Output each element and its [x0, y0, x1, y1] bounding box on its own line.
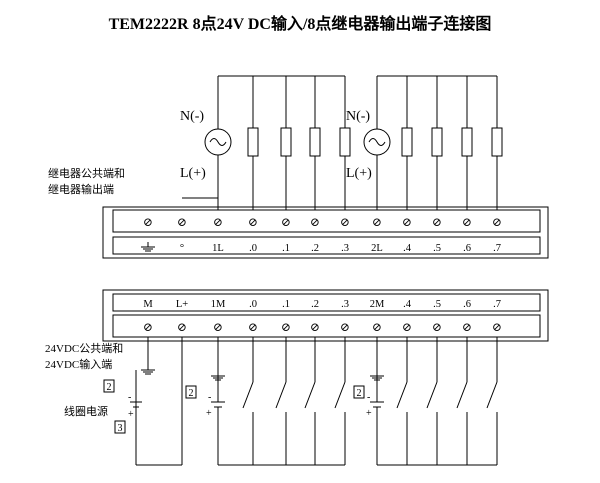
input-terminal-label: .2	[311, 299, 319, 310]
input-terminal-screw[interactable]: ⊘	[372, 320, 382, 334]
output-terminal-label: .2	[311, 243, 319, 254]
input-terminal-screw[interactable]: ⊘	[432, 320, 442, 334]
switch-icon	[486, 381, 498, 409]
input-terminal-label: M	[143, 299, 153, 310]
ref-number-box	[114, 420, 126, 434]
ref-number-box	[185, 385, 197, 399]
load-resistor-icon	[247, 127, 259, 157]
output-terminal-screw[interactable]: ⊘	[177, 215, 187, 229]
output-label-row	[112, 236, 541, 255]
input-label-row	[112, 293, 541, 312]
input-terminal-screw[interactable]: ⊘	[402, 320, 412, 334]
input-terminal-label: L+	[176, 299, 188, 310]
output-terminal-label: .0	[249, 243, 257, 254]
output-terminal-screw[interactable]: ⊘	[281, 215, 291, 229]
relay-common-note: 继电器公共端和	[48, 167, 125, 180]
output-terminal-screw[interactable]: ⊘	[310, 215, 320, 229]
output-terminal-screw[interactable]: ⊘	[213, 215, 223, 229]
polarity-minus: -	[128, 392, 131, 403]
polarity-minus: -	[208, 392, 211, 403]
input-terminal-screw[interactable]: ⊘	[248, 320, 258, 334]
ref-number: 3	[118, 423, 123, 434]
load-resistor-icon	[431, 127, 443, 157]
load-resistor-icon	[309, 127, 321, 157]
output-terminal-label: .6	[463, 243, 471, 254]
ref-number: 2	[357, 388, 362, 399]
input-terminal-strip	[102, 289, 549, 342]
load-resistor-icon	[280, 127, 292, 157]
input-terminal-screw[interactable]: ⊘	[213, 320, 223, 334]
output-terminal-screw[interactable]: ⊘	[492, 215, 502, 229]
coil-supply-label: 线圈电源	[64, 404, 108, 418]
output-terminal-label: .5	[433, 243, 441, 254]
output-terminal-screw[interactable]: ⊘	[340, 215, 350, 229]
neutral-label: N(-)	[346, 109, 370, 124]
input-terminal-label: .0	[249, 299, 257, 310]
input-terminal-label: .5	[433, 299, 441, 310]
output-terminal-label: .4	[403, 243, 412, 254]
input-terminal-screw[interactable]: ⊘	[340, 320, 350, 334]
switch-icon	[456, 381, 468, 409]
input-terminal-label: .4	[403, 299, 412, 310]
load-resistor-icon	[401, 127, 413, 157]
ref-number: 2	[107, 382, 112, 393]
input-terminal-label: .1	[282, 299, 290, 310]
dc-common-note: 24VDC输入端	[45, 357, 112, 371]
input-terminal-label: .6	[463, 299, 471, 310]
output-terminal-screw[interactable]: ⊘	[402, 215, 412, 229]
neutral-label: N(-)	[180, 109, 204, 124]
sine-wave-icon	[368, 138, 386, 146]
input-terminal-screw[interactable]: ⊘	[281, 320, 291, 334]
input-terminal-screw[interactable]: ⊘	[143, 320, 153, 334]
input-terminal-screw[interactable]: ⊘	[492, 320, 502, 334]
sine-wave-icon	[209, 138, 227, 146]
output-screw-row	[112, 209, 541, 233]
input-terminal-label: .3	[341, 299, 349, 310]
input-terminal-label: 1M	[211, 299, 226, 310]
input-terminal-screw[interactable]: ⊘	[177, 320, 187, 334]
output-terminal-label: 2L	[371, 243, 383, 254]
ref-number: 2	[189, 388, 194, 399]
output-terminal-label: .7	[493, 243, 501, 254]
load-resistor-icon	[461, 127, 473, 157]
input-terminal-label: 2M	[370, 299, 385, 310]
switch-icon	[304, 381, 316, 409]
live-label: L(+)	[346, 166, 372, 181]
output-terminal-screw[interactable]: ⊘	[372, 215, 382, 229]
polarity-minus: -	[367, 392, 370, 403]
ref-number-box	[353, 385, 365, 399]
switch-icon	[426, 381, 438, 409]
output-terminal-screw[interactable]: ⊘	[143, 215, 153, 229]
output-terminal-strip	[102, 206, 549, 259]
input-terminal-label: .7	[493, 299, 501, 310]
polarity-plus: +	[128, 409, 134, 420]
polarity-plus: +	[206, 408, 212, 419]
output-terminal-screw[interactable]: ⊘	[462, 215, 472, 229]
switch-icon	[396, 381, 408, 409]
load-resistor-icon	[491, 127, 503, 157]
relay-common-note: 继电器输出端	[48, 182, 114, 196]
output-terminal-screw[interactable]: ⊘	[248, 215, 258, 229]
output-terminal-label: °	[180, 243, 184, 254]
input-terminal-screw[interactable]: ⊘	[310, 320, 320, 334]
output-terminal-label: .1	[282, 243, 290, 254]
input-terminal-screw[interactable]: ⊘	[462, 320, 472, 334]
polarity-plus: +	[366, 408, 372, 419]
live-label: L(+)	[180, 166, 206, 181]
output-terminal-screw[interactable]: ⊘	[432, 215, 442, 229]
ref-number-box	[103, 379, 115, 393]
switch-icon	[242, 381, 254, 409]
output-terminal-label: .3	[341, 243, 349, 254]
input-screw-row	[112, 314, 541, 338]
switch-icon	[334, 381, 346, 409]
output-terminal-label: 1L	[212, 243, 224, 254]
diagram-title: TEM2222R 8点24V DC输入/8点继电器输出端子连接图	[108, 16, 492, 33]
switch-icon	[275, 381, 287, 409]
dc-common-note: 24VDC公共端和	[45, 342, 123, 355]
load-resistor-icon	[339, 127, 351, 157]
